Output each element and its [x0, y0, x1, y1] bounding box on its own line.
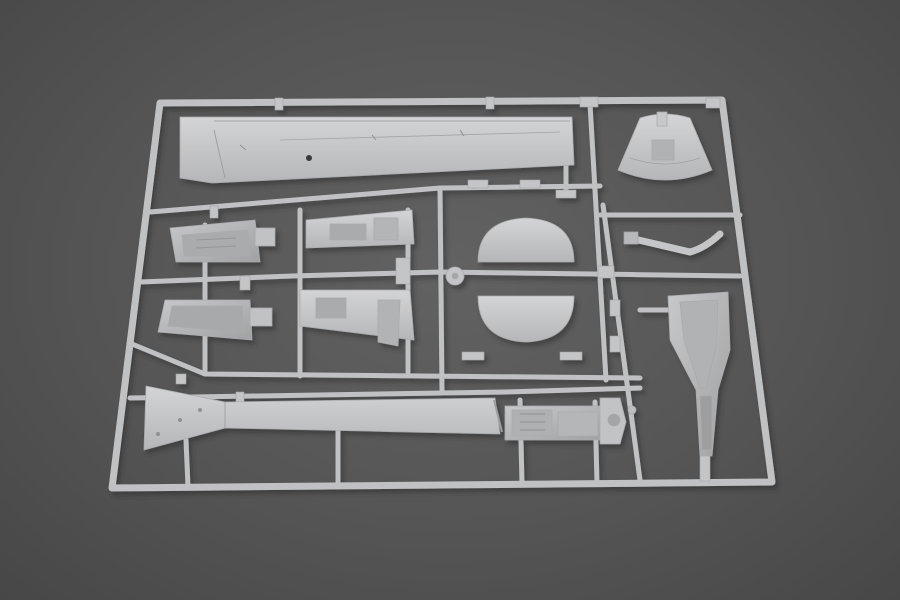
curved-tube-part: [623, 230, 724, 256]
half-disc-part-upper: [477, 217, 575, 263]
boom-part: [143, 385, 503, 451]
sprue-frame: [108, 96, 776, 492]
bulkhead-part-upper: [305, 209, 415, 249]
dome-cap-part: [617, 111, 713, 181]
half-disc-part-lower: [477, 295, 575, 343]
top-panel-part: [179, 116, 575, 184]
tray-part-lower: [157, 299, 273, 341]
bulkhead-part-lower: [299, 289, 415, 347]
engine-block-part: [504, 397, 637, 445]
runner-hub: [445, 266, 465, 286]
tray-part-upper: [169, 219, 276, 263]
y-strut-part: [667, 291, 731, 457]
